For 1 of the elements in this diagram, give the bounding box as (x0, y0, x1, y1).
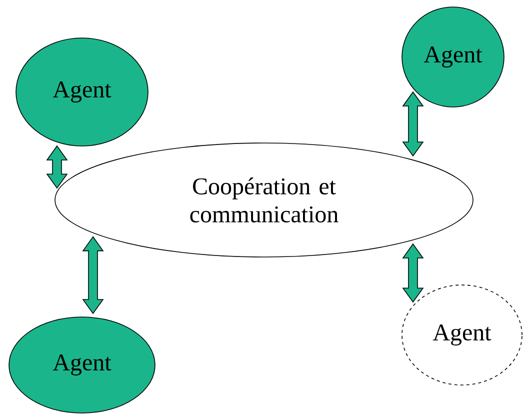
double-arrow (82, 236, 104, 314)
